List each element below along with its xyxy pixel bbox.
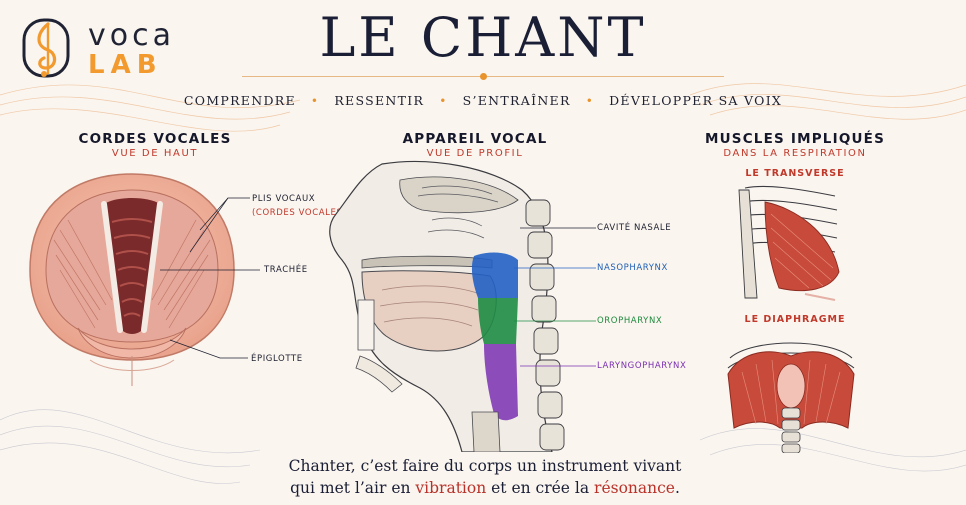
quote-accent-resonance: résonance — [594, 479, 675, 497]
nav-item-sentrainer[interactable]: S’ENTRAÎNER — [462, 93, 571, 108]
vocal-cords-illustration — [20, 170, 247, 386]
label-laryngopharynx: LARYNGOPHARYNX — [597, 361, 687, 371]
page-title: LE CHANT — [319, 6, 647, 69]
quote-line-2: qui met l’air en vibration et en crée la… — [280, 477, 690, 499]
muscles-title: MUSCLES IMPLIQUÉS — [704, 131, 886, 147]
vocalab-logo[interactable]: voca LAB — [22, 16, 182, 80]
nav-separator-dot: • — [439, 94, 448, 108]
topic-nav: COMPRENDRE • RESSENTIR • S’ENTRAÎNER • DÉVELOP… — [0, 93, 966, 108]
label-plis-vocaux: PLIS VOCAUX — [252, 194, 316, 204]
nav-separator-dot: • — [310, 94, 320, 108]
quote-accent-vibration: vibration — [415, 479, 487, 497]
logo-word-lab: LAB — [88, 50, 163, 80]
tract-leader-lines — [514, 227, 596, 367]
label-trachee: TRACHÉE — [264, 265, 308, 275]
diaphragm-muscle-illustration — [727, 342, 855, 453]
label-epiglotte: ÉPIGLOTTE — [251, 354, 303, 364]
label-nasopharynx: NASOPHARYNX — [597, 263, 668, 273]
transverse-muscle-illustration — [738, 185, 840, 301]
quote-text: et en crée la — [486, 479, 595, 497]
nav-item-comprendre[interactable]: COMPRENDRE — [183, 93, 296, 108]
label-cavite-nasale: CAVITÉ NASALE — [597, 223, 672, 233]
label-cordes-vocales: (CORDES VOCALES) — [252, 208, 347, 218]
muscles-subtitle: DANS LA RESPIRATION — [723, 148, 867, 159]
vocal-tract-illustration — [329, 160, 565, 452]
label-diaphragme: LE DIAPHRAGME — [744, 314, 846, 325]
cords-subtitle: VUE DE HAUT — [111, 148, 199, 159]
quote-text: . — [674, 479, 680, 497]
tract-title: APPAREIL VOCAL — [402, 131, 548, 147]
nav-item-developper[interactable]: DÉVELOPPER SA VOIX — [609, 93, 783, 108]
label-oropharynx: OROPHARYNX — [597, 316, 663, 326]
treble-clef-icon — [22, 18, 70, 78]
title-divider-dot — [480, 73, 487, 80]
closing-quote: Chanter, c’est faire du corps un instrum… — [280, 455, 690, 499]
nav-item-ressentir[interactable]: RESSENTIR — [334, 93, 425, 108]
cords-leader-lines — [160, 197, 260, 359]
cords-title: CORDES VOCALES — [78, 131, 232, 147]
logo-word-voca: voca — [88, 18, 175, 53]
quote-text: qui met l’air en — [290, 479, 416, 497]
nav-separator-dot: • — [585, 94, 595, 108]
label-transverse: LE TRANSVERSE — [745, 168, 845, 179]
quote-line-1: Chanter, c’est faire du corps un instrum… — [288, 457, 682, 475]
tract-subtitle: VUE DE PROFIL — [426, 148, 524, 159]
